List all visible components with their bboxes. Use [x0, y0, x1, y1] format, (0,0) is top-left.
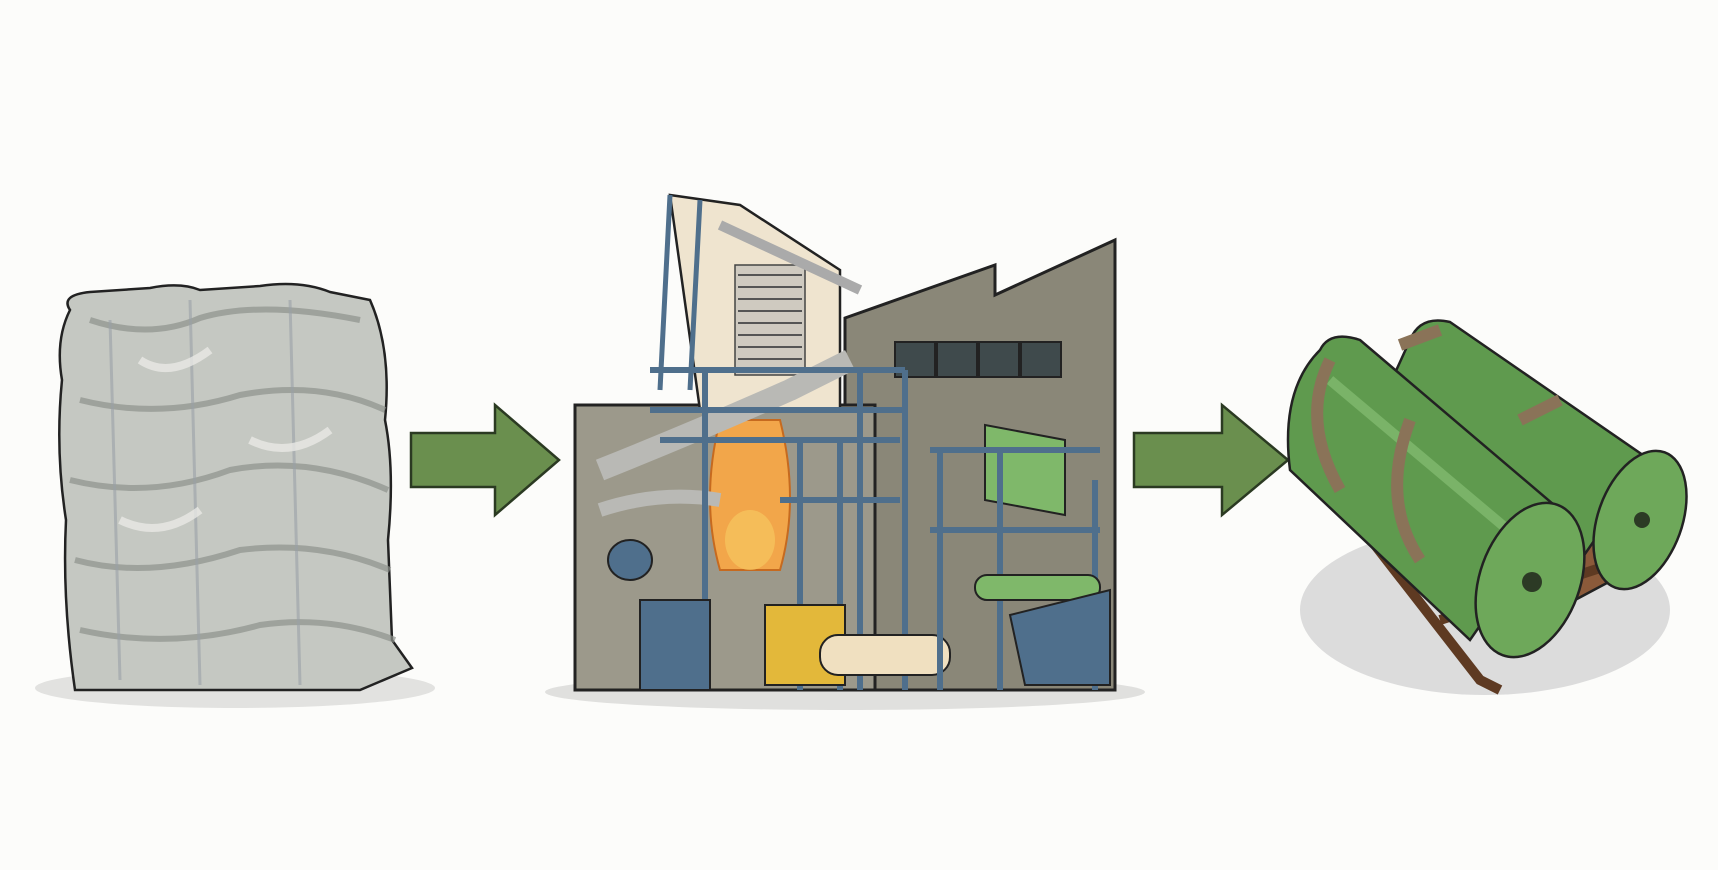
film-blowing-factory-icon [545, 193, 1145, 710]
arrow-right-icon [1132, 402, 1290, 518]
green-film-rolls-on-pallet-icon [1286, 319, 1688, 695]
plastic-waste-bale-icon [35, 282, 435, 708]
arrow-right-icon [409, 402, 561, 518]
